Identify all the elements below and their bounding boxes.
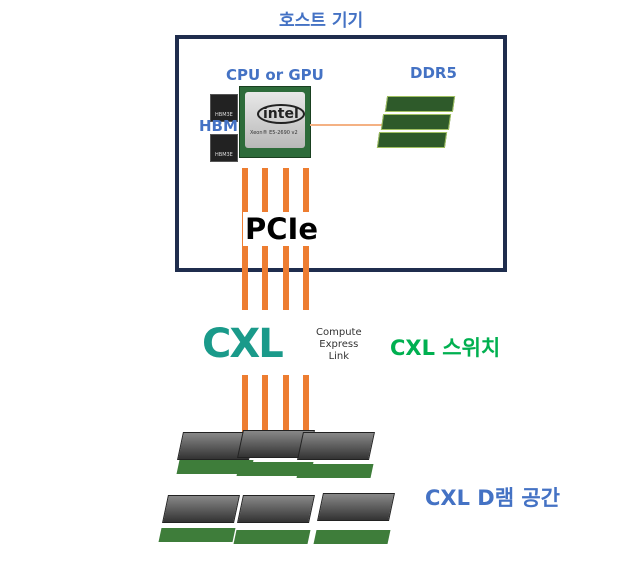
- memory-board: [158, 528, 236, 542]
- ddr-label: DDR5: [410, 64, 457, 82]
- host-label: 호스트 기기: [279, 11, 364, 31]
- ddr5-module: [380, 114, 452, 130]
- cxl-lane: [262, 375, 268, 435]
- ddr5-module: [384, 96, 456, 112]
- memory-board: [233, 530, 311, 544]
- cxl-logo-mark: CXL: [202, 321, 284, 367]
- cxl-memory-module: [297, 432, 375, 460]
- memory-board: [313, 530, 391, 544]
- memory-board: [296, 464, 374, 478]
- cxl-memory-module: [162, 495, 240, 523]
- switch-label: CXL 스위치: [390, 336, 501, 360]
- hbm-chip: HBM3E: [210, 94, 238, 122]
- hbm-chip: HBM3E: [210, 134, 238, 162]
- host-box: [175, 35, 507, 272]
- pcie-label: PCIe: [243, 212, 320, 246]
- cxl-lane: [242, 375, 248, 435]
- ddr5-module: [376, 132, 448, 148]
- cpu-chip: intel Xeon® E5-2690 v2: [239, 86, 311, 158]
- cxl-memory-module: [317, 493, 395, 521]
- cxl-lane: [303, 375, 309, 435]
- dram-label: CXL D램 공간: [425, 486, 560, 510]
- cxl-memory-module: [237, 495, 315, 523]
- cpu-model: Xeon® E5-2690 v2: [250, 130, 298, 136]
- hbm-label: HBM: [199, 117, 238, 135]
- intel-logo: intel: [257, 104, 305, 124]
- cpu-label: CPU or GPU: [226, 66, 324, 84]
- cxl-lane: [283, 375, 289, 435]
- memory-link: [310, 124, 385, 126]
